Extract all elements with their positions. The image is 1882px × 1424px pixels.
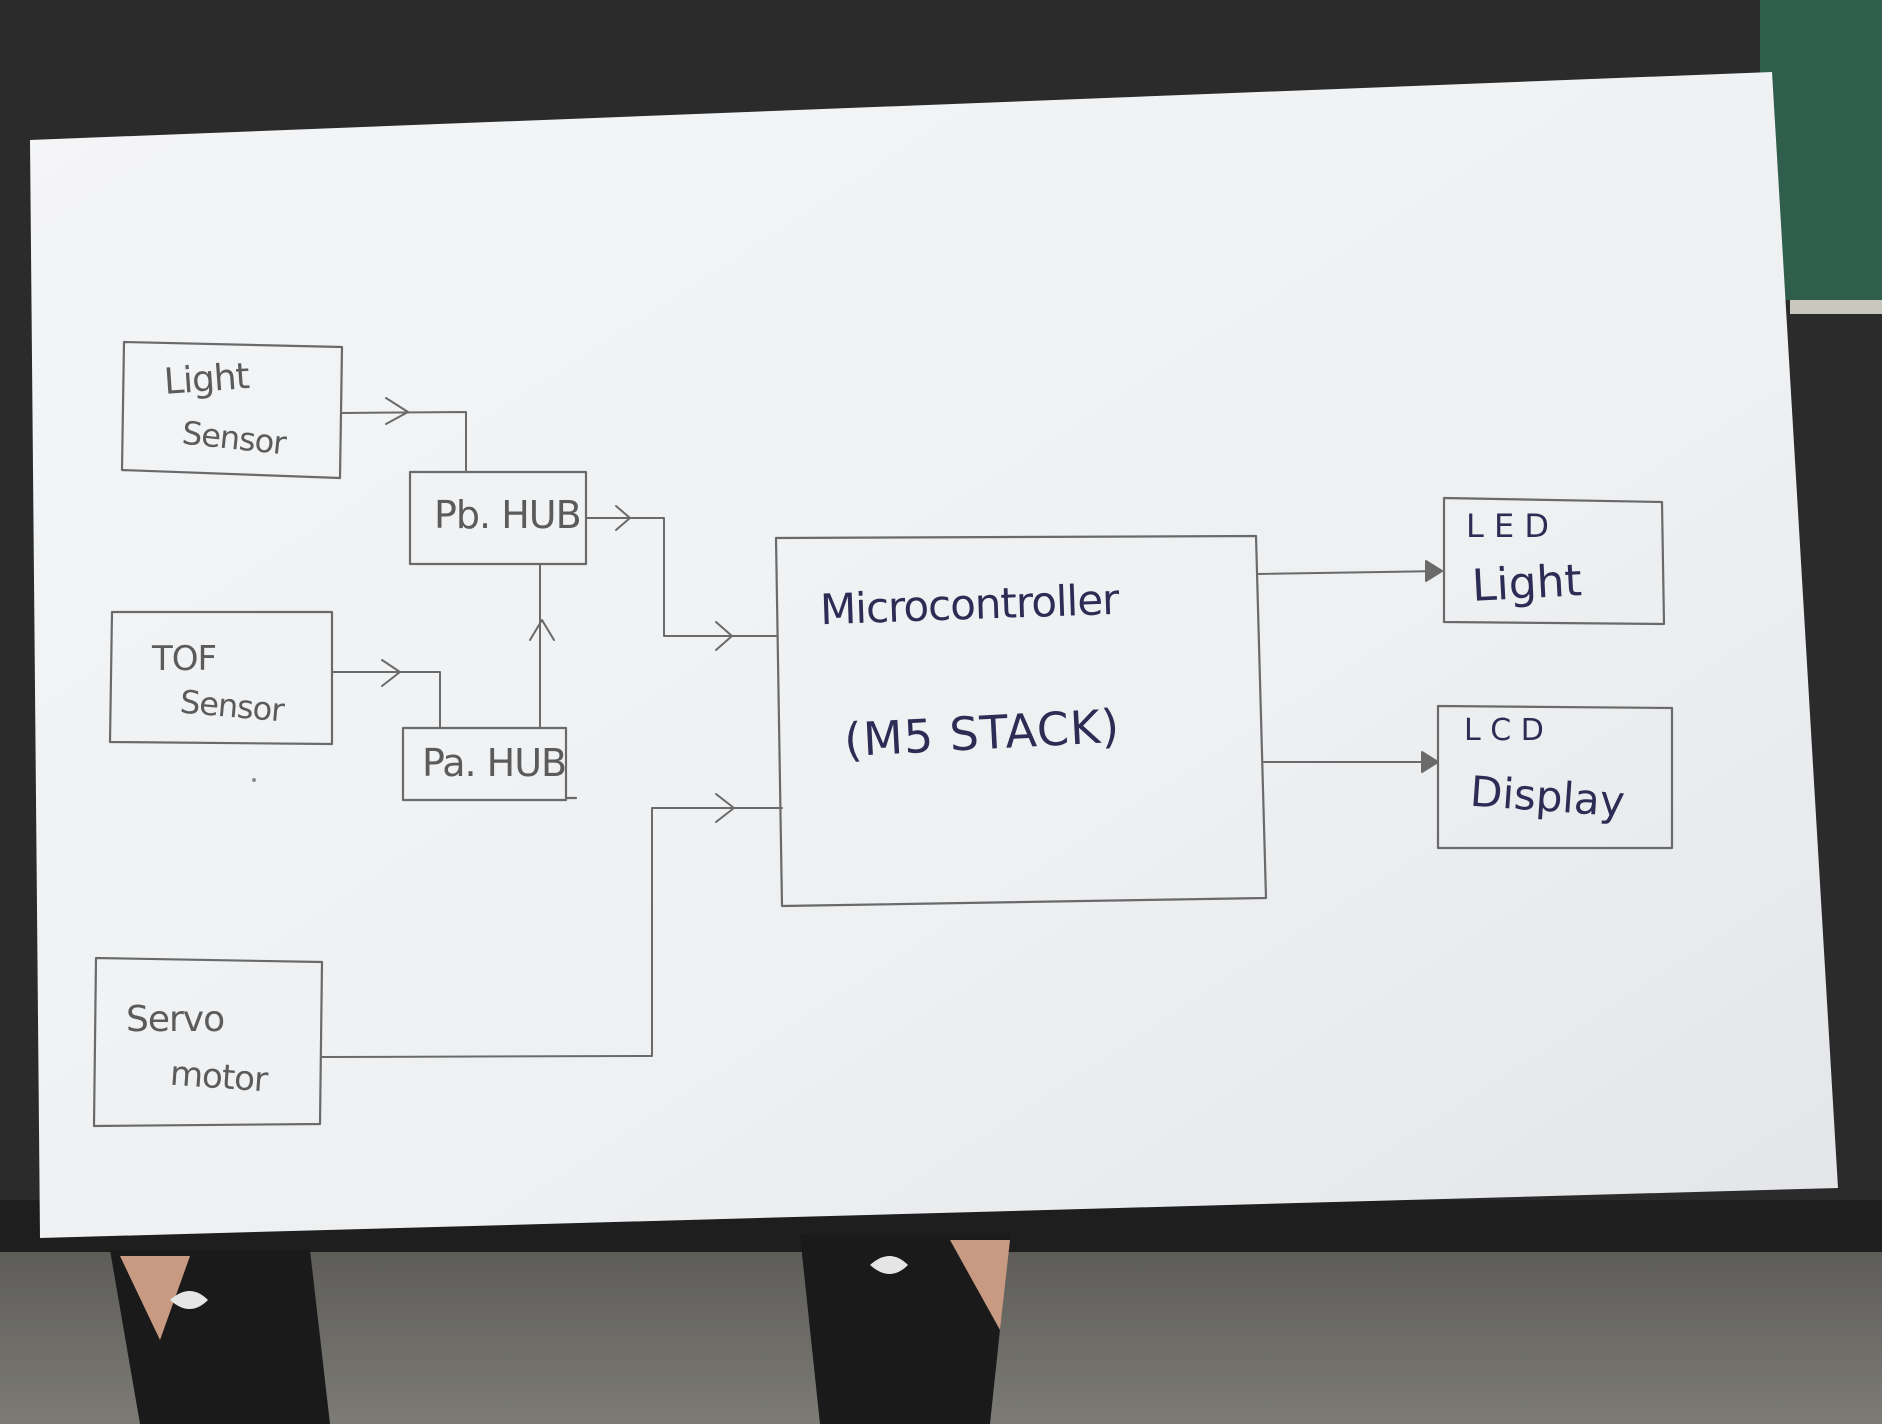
microcontroller-box [774, 534, 1268, 908]
pa-hub-box [401, 726, 578, 802]
pencil-speck [252, 778, 256, 782]
servo-motor-box [92, 956, 324, 1128]
arrowhead-pb-to-mcu [715, 621, 733, 651]
servo-motor-label-line2: motor [168, 1053, 269, 1101]
servo-motor-label-line1: Servo [126, 999, 225, 1040]
arrowhead-mcu-to-lcd [1421, 751, 1439, 773]
arrowhead-pa-to-pb [529, 619, 555, 641]
light-sensor-label-line1: Light [162, 356, 251, 403]
tof-sensor-label-line1: TOF [152, 639, 217, 679]
mat-edge [1790, 300, 1882, 314]
light-sensor-box [120, 340, 344, 480]
paper-sheet [30, 72, 1838, 1238]
sandal-right [800, 1235, 1010, 1424]
sandal-left [110, 1250, 330, 1424]
arrowhead-tof-to-pa [381, 659, 401, 687]
pb-hub-label: Pb. HUB [434, 493, 582, 537]
m5stack-label: (M5 STACK) [842, 698, 1122, 768]
arrowhead-mcu-to-led [1425, 560, 1443, 582]
lcd-display-box [1436, 704, 1674, 850]
light-sensor-label-line2: Sensor [180, 413, 288, 463]
lcd-label-line1: L C D [1464, 713, 1544, 748]
edge-servo-motor-to-microcontroller [321, 807, 783, 1058]
edge-pb-hub-to-microcontroller [585, 517, 777, 637]
edge-microcontroller-to-led-light [1257, 570, 1443, 575]
edge-tof-sensor-to-pa-hub [331, 671, 441, 729]
led-label-line1: L E D [1466, 507, 1550, 545]
pb-hub-box [408, 470, 588, 566]
lcd-label-line2: Display [1468, 766, 1627, 827]
led-label-line2: Light [1470, 555, 1584, 612]
edge-light-sensor-to-pb-hub [341, 411, 467, 473]
led-light-box [1442, 496, 1666, 626]
arrowhead-servo-to-mcu [715, 793, 735, 823]
pa-hub-label: Pa. HUB [422, 741, 567, 785]
arrowhead-light-to-pb [385, 397, 409, 425]
arrowhead-pb-out [615, 505, 631, 531]
microcontroller-label: Microcontroller [819, 574, 1120, 635]
tof-sensor-label-line2: Sensor [178, 682, 286, 730]
tof-sensor-box [108, 610, 334, 746]
